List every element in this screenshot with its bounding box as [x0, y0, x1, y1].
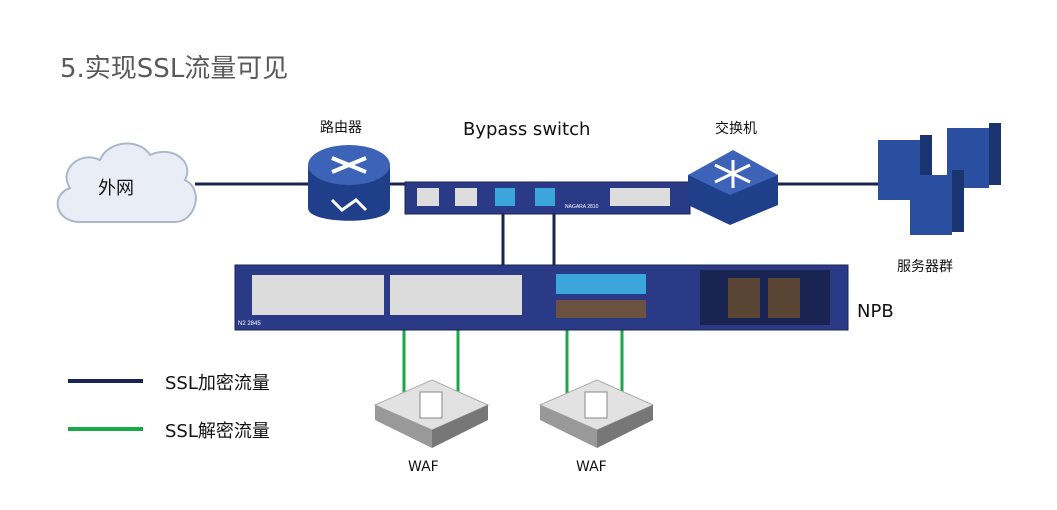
- cloud-icon: [56, 142, 197, 223]
- waf-icon-1: [373, 379, 490, 448]
- bypass-model-label: NAGARA 2810: [565, 204, 599, 210]
- npb-model-label: N2 2845: [238, 321, 261, 327]
- waf-label-1: WAF: [408, 459, 439, 475]
- waf-icon-2: [538, 379, 655, 448]
- decrypted-links: [402, 330, 624, 396]
- switch-icon: [688, 150, 778, 225]
- router-label: 路由器: [320, 120, 362, 136]
- bypass-switch-label: Bypass switch: [463, 119, 591, 140]
- waf-label-2: WAF: [576, 459, 607, 475]
- internet-label: 外网: [98, 178, 134, 199]
- page-title: 5.实现SSL流量可见: [60, 54, 289, 84]
- legend-encrypted-label: SSL加密流量: [165, 373, 270, 394]
- switch-label: 交换机: [715, 121, 757, 137]
- router-icon: [308, 145, 390, 221]
- legend-decrypted-label: SSL解密流量: [165, 421, 270, 442]
- npb-label: NPB: [857, 301, 894, 322]
- bypass-switch-icon: NAGARA 2810: [404, 181, 691, 215]
- servers-label: 服务器群: [897, 259, 953, 275]
- npb-icon: N2 2845: [234, 264, 849, 331]
- servers-icon: [878, 123, 1001, 235]
